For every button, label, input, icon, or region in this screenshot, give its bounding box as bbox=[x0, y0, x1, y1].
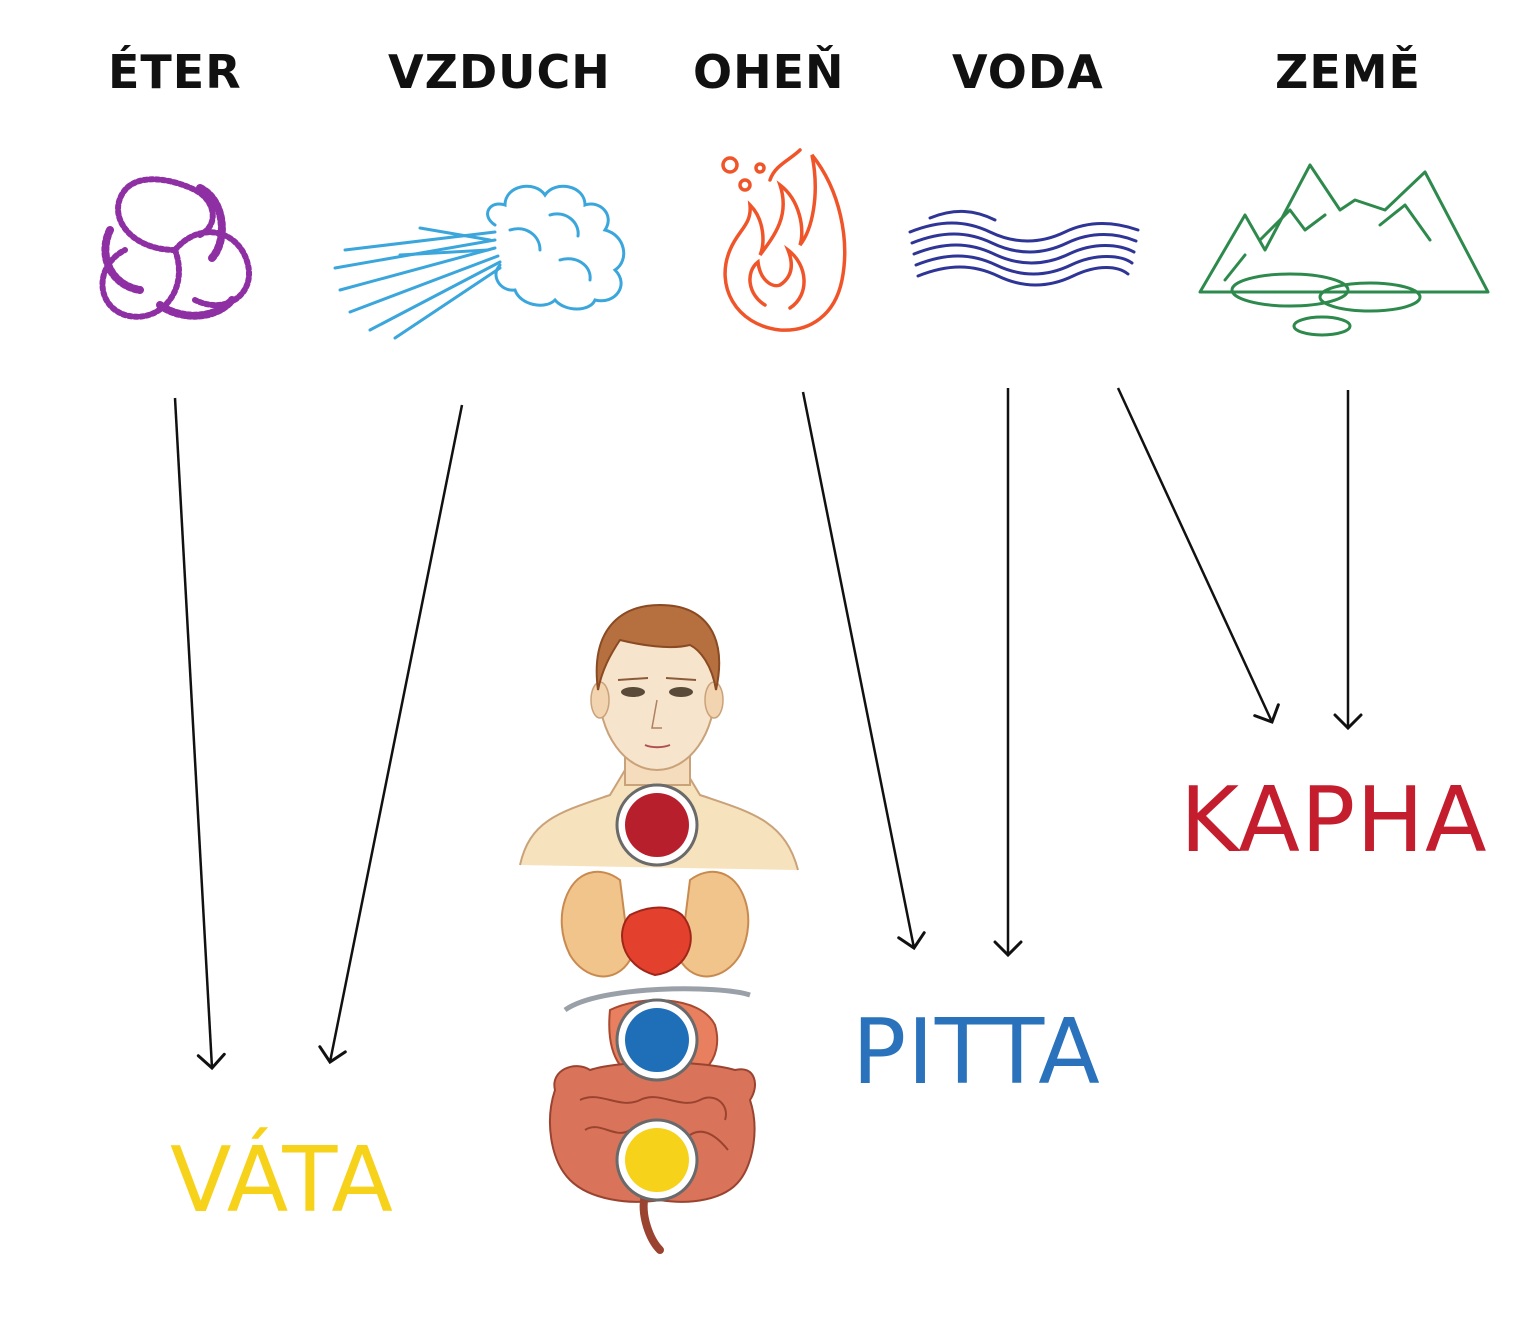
element-label-air: VZDUCH bbox=[388, 45, 611, 99]
element-label-fire: OHEŇ bbox=[693, 45, 845, 99]
wind-cloud-icon bbox=[333, 184, 626, 340]
stomach-marker-fill bbox=[625, 1008, 689, 1072]
ether-spiral-icon bbox=[99, 176, 253, 320]
water-waves-icon bbox=[908, 209, 1140, 287]
mountains-icon bbox=[1198, 163, 1490, 337]
dosha-label-pitta: PITTA bbox=[852, 1000, 1101, 1105]
arrow-ether-to-vata bbox=[173, 397, 226, 1071]
flame-icon bbox=[721, 148, 847, 332]
abdomen-marker-fill bbox=[625, 1128, 689, 1192]
body-markers bbox=[615, 783, 699, 1202]
element-label-earth: ZEMĚ bbox=[1275, 45, 1421, 99]
dosha-label-kapha: KAPHA bbox=[1180, 768, 1488, 873]
chest-marker-fill bbox=[625, 793, 689, 857]
dosha-label-vata: VÁTA bbox=[170, 1128, 394, 1233]
arrow-water-to-kapha bbox=[1116, 387, 1280, 724]
arrow-fire-to-pitta bbox=[801, 391, 926, 951]
element-label-water: VODA bbox=[952, 45, 1104, 99]
arrow-air-to-vata bbox=[318, 404, 464, 1065]
element-label-ether: ÉTER bbox=[108, 45, 242, 99]
